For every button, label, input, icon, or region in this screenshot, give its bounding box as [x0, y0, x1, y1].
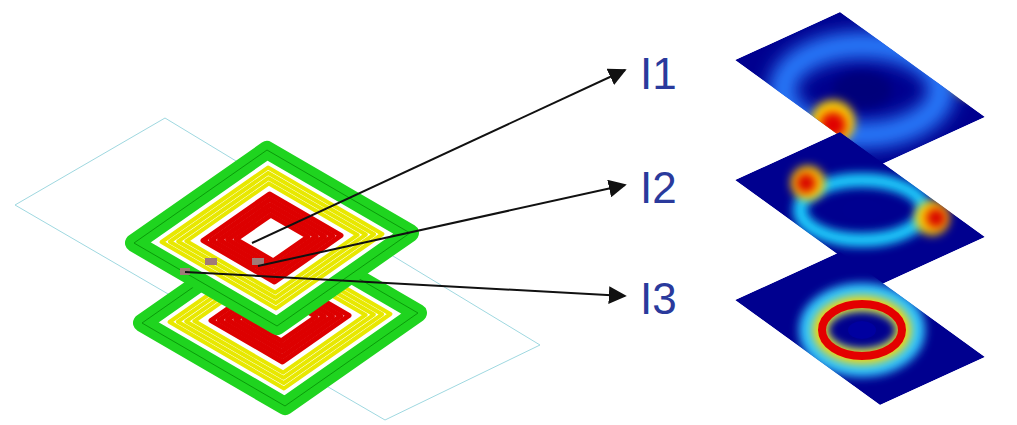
port-marker	[205, 258, 217, 265]
coil-turn	[203, 194, 341, 282]
coil-turn	[162, 168, 383, 309]
leader-arrow	[185, 272, 625, 296]
coil-turn	[211, 199, 332, 276]
leader-arrow	[258, 185, 625, 266]
ground-plane	[15, 118, 540, 420]
coil-turn	[220, 205, 325, 272]
coil-turn	[170, 173, 374, 303]
current-label: I1	[640, 52, 677, 96]
field-map	[735, 252, 985, 405]
coil-turn	[228, 210, 316, 266]
coil-turn	[134, 150, 410, 326]
port-marker	[252, 258, 264, 265]
field-map	[735, 12, 994, 165]
field-map	[735, 132, 985, 285]
leader-arrow	[252, 70, 625, 243]
current-label: I2	[640, 166, 677, 210]
coil-turn	[134, 150, 410, 326]
current-label: I3	[640, 277, 677, 321]
coil-pair	[134, 150, 418, 406]
